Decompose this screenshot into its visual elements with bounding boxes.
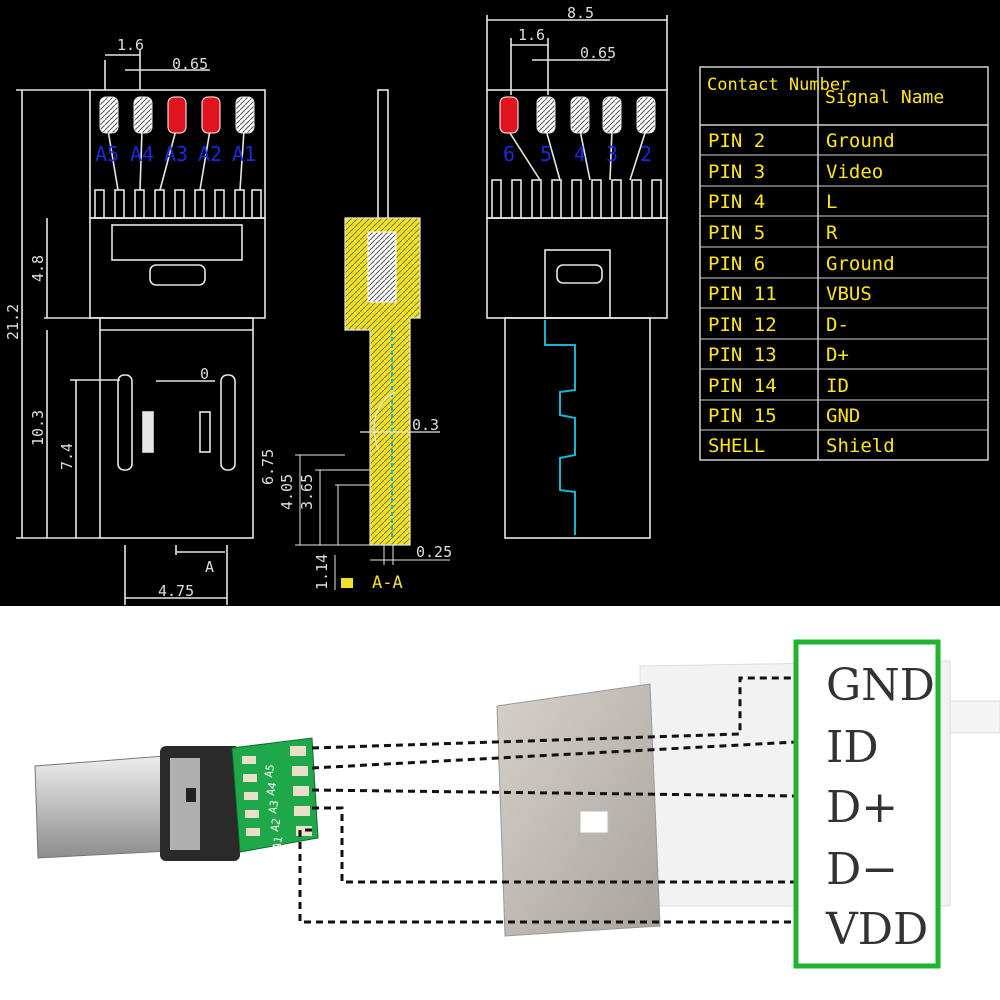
left-pin-labels: A5 A4 A3 A2 A1 — [95, 142, 256, 166]
pcb-label: A3 — [266, 799, 281, 814]
dim-label: 0.25 — [416, 543, 452, 561]
table-cell-pin: PIN 4 — [708, 191, 765, 213]
table-cell-pin: PIN 3 — [708, 161, 765, 183]
dim-label: 0 — [200, 365, 209, 383]
pin-label: 6 — [503, 142, 515, 166]
dim-label: 21.2 — [4, 304, 22, 340]
micro-usb-plug — [34, 746, 240, 861]
dim-label: 4.75 — [158, 582, 194, 600]
dim-label: 8.5 — [567, 4, 594, 22]
table-cell-signal: R — [826, 222, 838, 244]
pin-label: A2 — [198, 142, 222, 166]
dim-label: 10.3 — [29, 410, 47, 446]
pcb-label: A5 — [262, 763, 277, 778]
table-cell-pin: PIN 15 — [708, 405, 777, 427]
table-cell-signal: Ground — [826, 253, 895, 275]
dim-label: 0.65 — [580, 44, 616, 62]
table-cell-signal: Ground — [826, 130, 895, 152]
dim-label: 0.3 — [412, 416, 439, 434]
pin-label: 4 — [574, 142, 586, 166]
signal-box — [793, 639, 941, 969]
table-header-signal: Signal Name — [825, 87, 944, 108]
right-pin-labels: 6 5 4 3 2 — [503, 142, 652, 166]
left-dimensions: 1.6 0.65 21.2 4.8 10.3 7.4 0 4.75 A — [4, 36, 214, 600]
dim-label: 6.75 — [259, 449, 277, 485]
right-pins — [499, 96, 656, 134]
pin-label: A5 — [95, 142, 119, 166]
table-cell-signal: D+ — [826, 344, 849, 366]
pin-label: A4 — [130, 142, 154, 166]
pin-table: Contact Number Signal Name PIN 2 Ground … — [699, 66, 989, 461]
middle-dimensions: 0.3 6.75 4.05 3.65 1.14 0.25 A-A — [259, 416, 452, 593]
signal-label-vdd: VDD — [825, 904, 928, 955]
right-connector-view — [486, 15, 668, 539]
pin-label: A3 — [164, 142, 188, 166]
signal-label-dminus: D− — [826, 844, 898, 895]
table-cell-signal: ID — [826, 375, 849, 397]
pin-label: A1 — [232, 142, 256, 166]
section-label: A-A — [372, 573, 403, 593]
table-cell-pin: PIN 2 — [708, 130, 765, 152]
dim-label: 7.4 — [58, 443, 76, 470]
pin-label: 2 — [640, 142, 652, 166]
signal-label-id: ID — [826, 722, 879, 773]
dim-label: 4.05 — [278, 474, 296, 510]
pcb-label: A1 — [270, 835, 285, 850]
pcb-label: A4 — [264, 781, 279, 797]
table-cell-signal: Video — [826, 161, 883, 183]
table-header-contact: Contact Number — [707, 75, 850, 95]
right-dimensions: 8.5 1.6 0.65 — [518, 4, 616, 62]
middle-section-view — [295, 89, 450, 590]
signal-label-gnd: GND — [826, 660, 935, 711]
pcb-labels: A5 A4 A3 A2 A1 — [262, 763, 285, 850]
signal-labels: GND ID D+ D− VDD — [825, 660, 935, 955]
left-connector-view — [16, 50, 266, 605]
breakout-pcb — [231, 737, 319, 853]
wiring-photo: A5 A4 A3 A2 A1 GND ID D+ D− VDD — [0, 606, 1000, 1000]
dim-label: 1.6 — [117, 36, 144, 54]
signal-label-dplus: D+ — [826, 782, 898, 833]
dim-label: 0.65 — [172, 55, 208, 73]
table-cell-pin: PIN 5 — [708, 222, 765, 244]
pin-label: 3 — [606, 142, 618, 166]
cyan-spring-line — [544, 320, 576, 535]
cad-drawing: A5 A4 A3 A2 A1 1.6 0.65 21.2 4.8 10.3 7.… — [0, 0, 1000, 606]
table-cell-pin: PIN 13 — [708, 344, 777, 366]
table-cell-pin: PIN 11 — [708, 283, 777, 305]
table-cell-signal: D- — [826, 314, 849, 336]
table-cell-pin: SHELL — [708, 435, 765, 457]
dim-label: 1.14 — [313, 554, 331, 590]
dashed-wires — [298, 676, 797, 924]
table-cell-pin: PIN 14 — [708, 375, 777, 397]
section-mark: A — [205, 558, 214, 576]
dim-label: 4.8 — [29, 255, 47, 282]
table-cell-signal: VBUS — [826, 283, 872, 305]
table-cell-signal: GND — [826, 405, 860, 427]
pcb-label: A2 — [268, 817, 283, 832]
pin-label: 5 — [540, 142, 552, 166]
table-cell-pin: PIN 12 — [708, 314, 777, 336]
table-cell-signal: L — [826, 191, 837, 213]
table-cell-pin: PIN 6 — [708, 253, 765, 275]
dim-label: 1.6 — [518, 26, 545, 44]
left-pins — [99, 96, 255, 134]
table-cell-signal: Shield — [826, 435, 895, 457]
dim-label: 3.65 — [298, 474, 316, 510]
